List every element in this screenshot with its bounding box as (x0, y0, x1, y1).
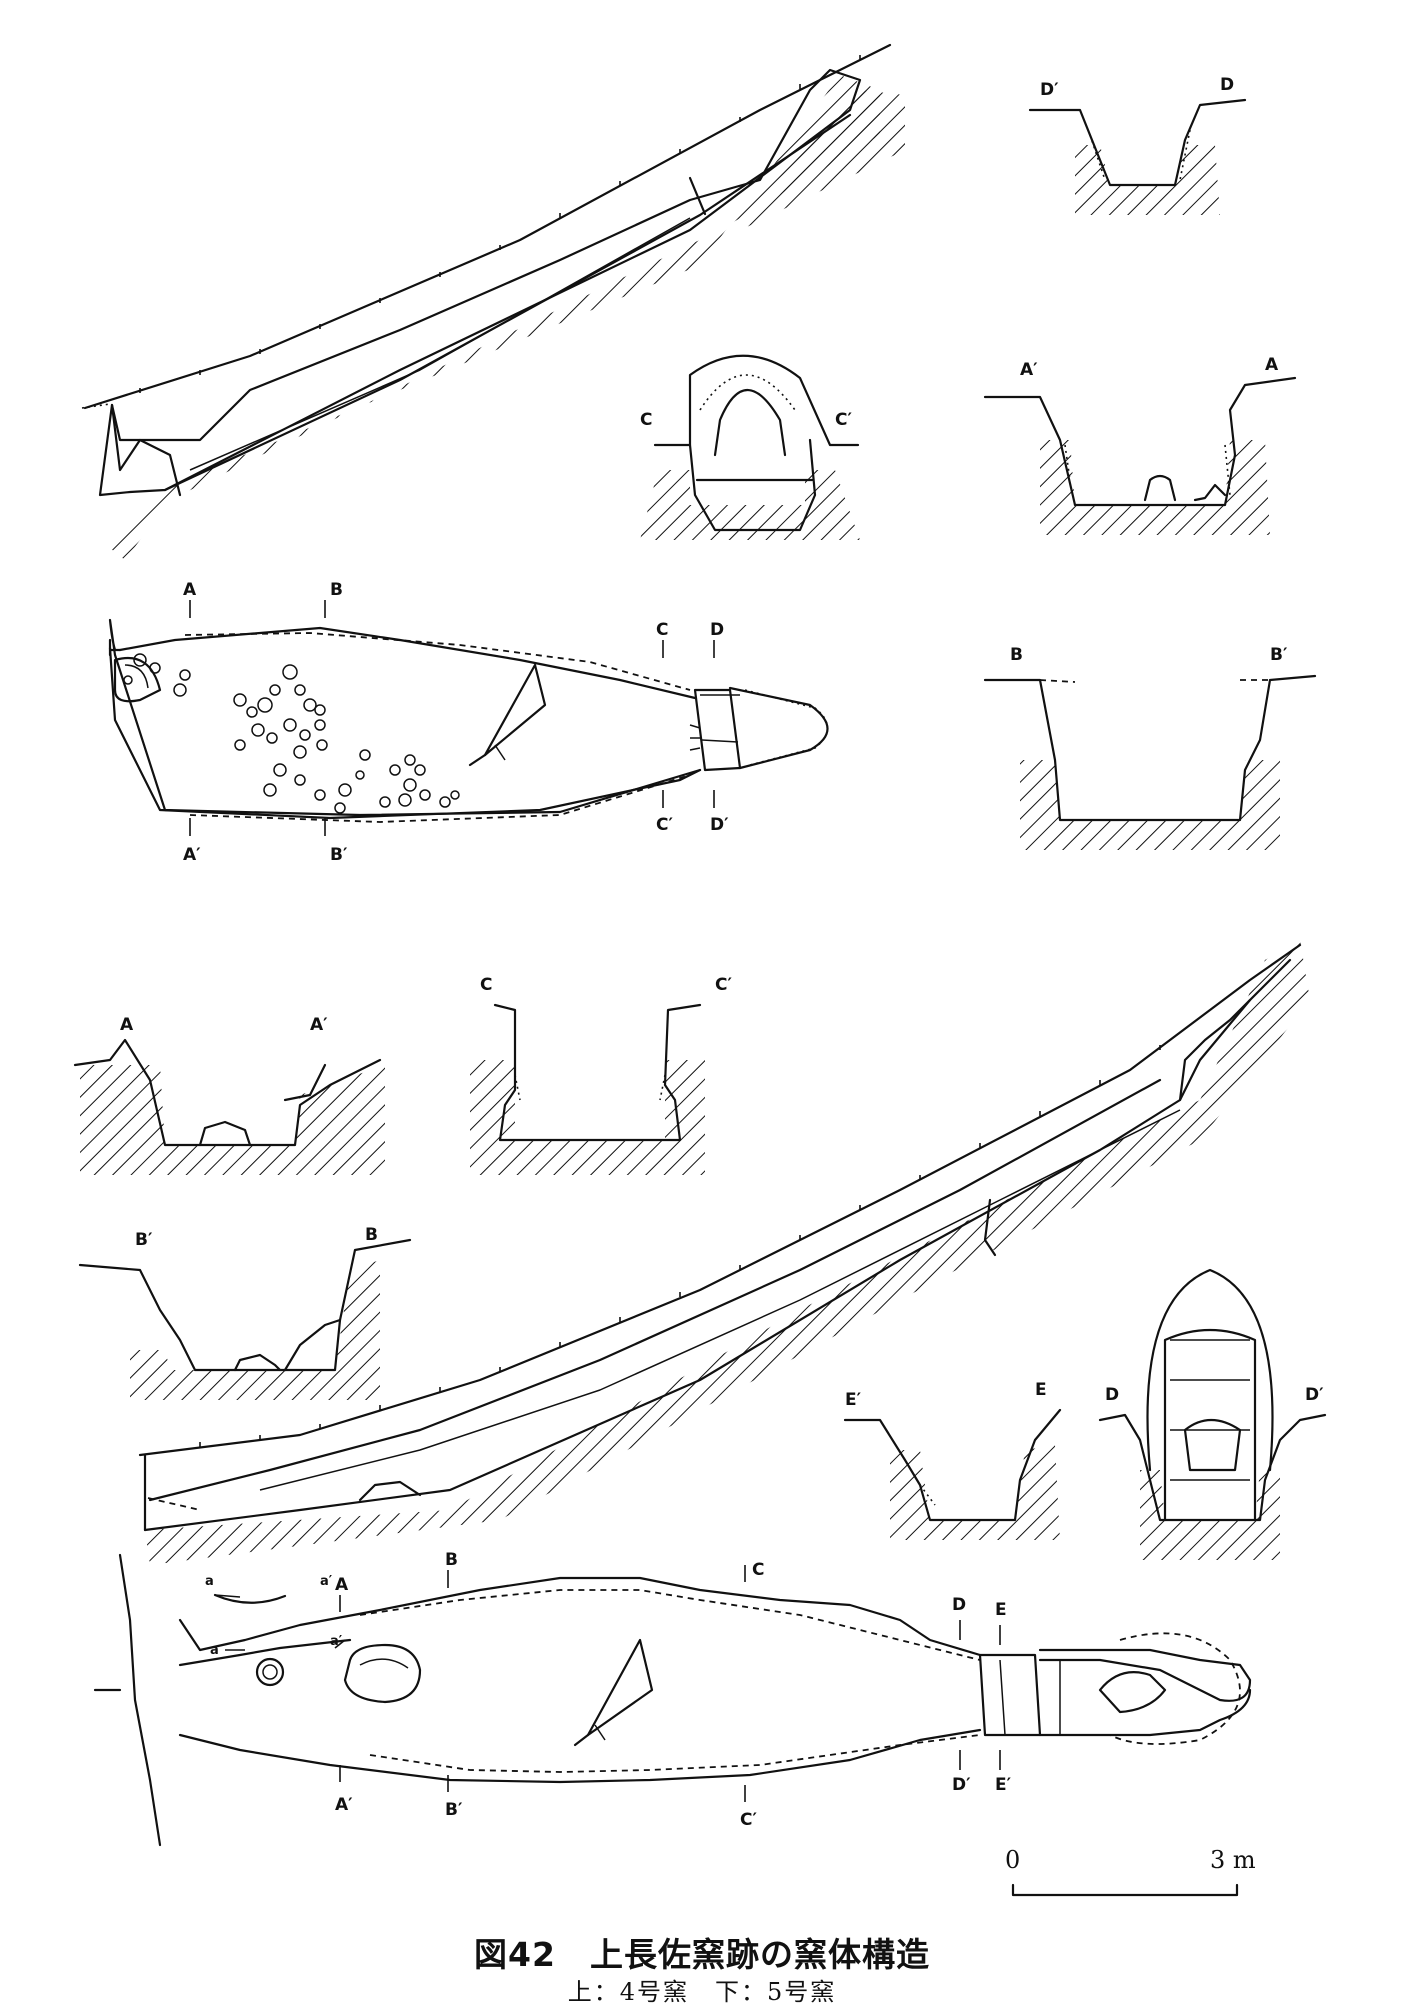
kiln5-plan-label-d: D (952, 1595, 966, 1615)
kiln4-section-d: D′ D (1028, 75, 1247, 215)
kiln4-plan-label-b-prime: B′ (330, 845, 348, 865)
kiln5-ground-ticks (199, 1045, 1161, 1447)
kiln5-plan-label-b-prime: B′ (445, 1800, 463, 1820)
north-arrow-kiln5 (573, 1638, 654, 1747)
figure-caption-title: 図42 上長佐窯跡の窯体構造 (474, 1935, 930, 1974)
kiln5-section-c-label-left: C (480, 975, 492, 995)
kiln4-section-b-label-right: B′ (1270, 645, 1288, 665)
kiln4-plan-label-c-prime: C′ (656, 815, 673, 835)
kiln5-section-e-label-right: E (1035, 1380, 1047, 1400)
figure-caption-subtitle: 上：4号窯 下：5号窯 (567, 1978, 837, 2006)
kiln5-plan: a a′ a a′ A B C D E A′ B′ C′ D′ E′ (93, 1550, 1252, 1847)
kiln5-plan-label-a: A (335, 1575, 349, 1595)
kiln5-section-b-label-right: B (365, 1225, 378, 1245)
ground-ticks (139, 55, 861, 393)
kiln5-plan-label-a-small-prime: a′ (320, 1574, 333, 1589)
north-arrow-kiln4 (468, 663, 547, 767)
kiln5-plan-label-d-prime: D′ (952, 1775, 971, 1795)
kiln4-plan-label-d-prime: D′ (710, 815, 729, 835)
kiln4-plan-label-d: D (710, 620, 724, 640)
scale-bar: 0 3 m (1005, 1846, 1256, 1897)
kiln5-plan-label-a2-small: a (210, 1643, 219, 1658)
kiln5-section-d-label-left: D (1105, 1385, 1119, 1405)
kiln5-section-c: C C′ (470, 975, 732, 1175)
kiln5-section-a-label-right: A′ (310, 1015, 328, 1035)
kiln5-section-b-label-left: B′ (135, 1230, 153, 1250)
kiln5-section-b: B′ B (78, 1225, 412, 1400)
kiln4-section-a-label-left: A′ (1020, 360, 1038, 380)
kiln4-stone-cluster (123, 653, 460, 814)
scale-bar-start: 0 (1005, 1846, 1020, 1874)
kiln4-plan-label-b: B (330, 580, 343, 600)
kiln5-section-d-label-right: D′ (1305, 1385, 1324, 1405)
kiln4-plan-label-a-prime: A′ (183, 845, 201, 865)
kiln4-plan-label-a: A (183, 580, 197, 600)
kiln4-section-c-label-right: C′ (835, 410, 852, 430)
kiln5-plan-label-c-prime: C′ (740, 1810, 757, 1830)
kiln4-plan: A B C D A′ B′ C′ D′ (108, 580, 829, 865)
kiln5-plan-label-a-small: a (205, 1574, 214, 1589)
kiln5-section-e-label-left: E′ (845, 1390, 862, 1410)
kiln5-section-a-label-left: A (120, 1015, 134, 1035)
kiln5-plan-label-a2-small-prime: a′ (330, 1634, 343, 1649)
kiln5-plan-label-e: E (995, 1600, 1007, 1620)
kiln4-plan-label-c: C (656, 620, 668, 640)
kiln5-plan-label-b: B (445, 1550, 458, 1570)
kiln4-section-d-label-left: D′ (1040, 80, 1059, 100)
kiln5-plan-label-c: C (752, 1560, 764, 1580)
kiln4-section-c-label-left: C (640, 410, 652, 430)
kiln4-section-b: B B′ (983, 645, 1317, 850)
kiln5-section-d: D D′ (1098, 1268, 1327, 1560)
kiln5-section-a: A A′ (73, 1015, 385, 1175)
kiln4-section-d-label-right: D (1220, 75, 1234, 95)
scale-bar-end: 3 m (1210, 1846, 1256, 1874)
kiln5-plan-label-e-prime: E′ (995, 1775, 1012, 1795)
kiln4-longitudinal-section (81, 43, 905, 560)
kiln5-section-c-label-right: C′ (715, 975, 732, 995)
kiln5-section-e: E′ E (843, 1380, 1062, 1540)
kiln5-longitudinal-section (138, 940, 1310, 1565)
kiln5-plan-label-a-prime: A′ (335, 1795, 353, 1815)
kiln4-section-c: C C′ (640, 354, 860, 540)
kiln4-section-a: A′ A (983, 355, 1297, 535)
kiln4-section-b-label-left: B (1010, 645, 1023, 665)
kiln4-section-a-label-right: A (1265, 355, 1279, 375)
